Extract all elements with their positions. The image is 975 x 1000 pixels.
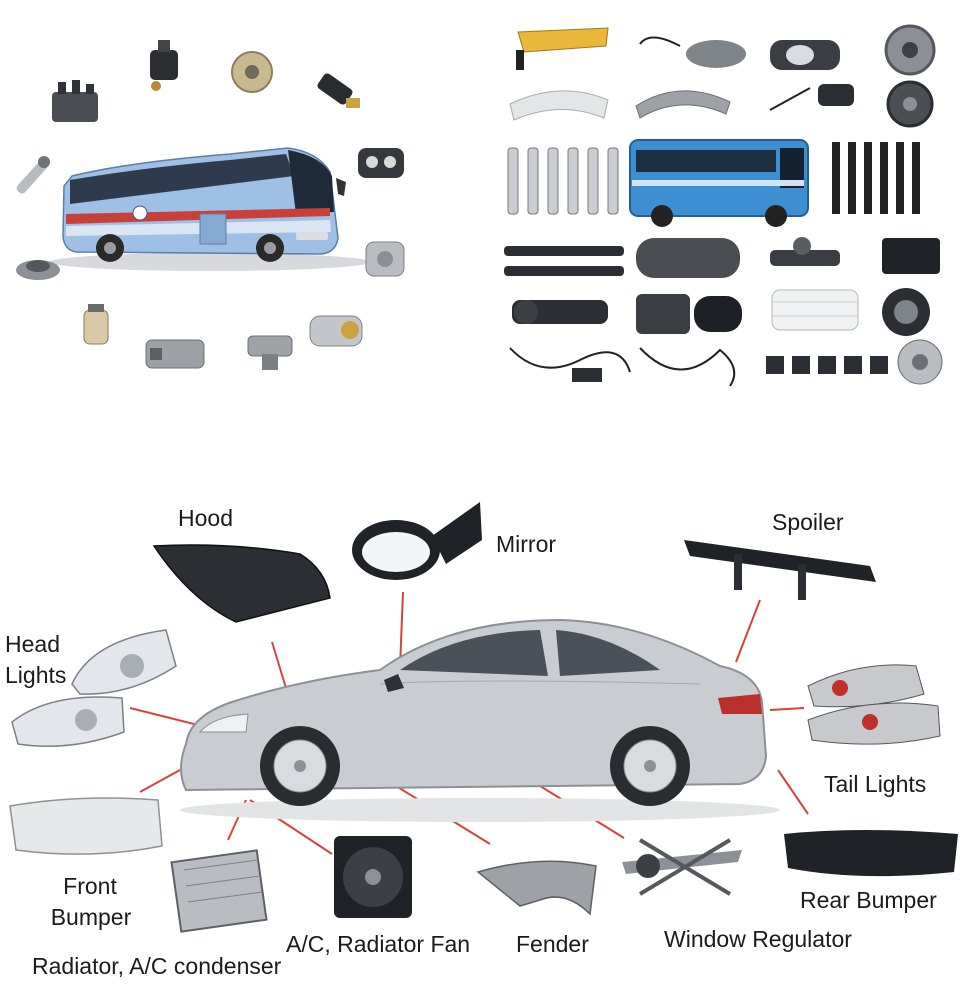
- transmission-part: [145, 339, 205, 369]
- radiator-condenser-label: Radiator, A/C condenser: [32, 953, 282, 979]
- fender-part: [476, 860, 597, 916]
- fuel-filter-part: [83, 304, 109, 345]
- car-shadow: [180, 798, 780, 822]
- hood-part: [152, 544, 331, 623]
- front-bumper-leader-line: [139, 769, 181, 793]
- tail-lights-leader-line: [769, 707, 805, 711]
- wired-sensor-lamp-part: [639, 36, 746, 68]
- city-bus: [629, 139, 809, 227]
- fog-lamp-part: [770, 40, 840, 70]
- pump-housing-part: [365, 241, 405, 277]
- wiper-motor-part: [512, 300, 608, 324]
- city-bus-parts-grid: [480, 0, 975, 420]
- air-spring-part: [636, 238, 740, 278]
- side-mirror-part: [769, 84, 854, 111]
- abs-sensor-cable-part: [639, 347, 736, 387]
- brake-caliper-part: [358, 148, 404, 178]
- air-filter-part: [771, 289, 859, 331]
- hood-leader-line: [271, 641, 287, 689]
- air-dryer-filter-part: [636, 294, 742, 334]
- rear-bumper-part: [784, 830, 958, 877]
- radiator-fan-label: A/C, Radiator Fan: [286, 931, 471, 957]
- spark-plugs-part: [507, 147, 619, 215]
- rear-bumper-leader-line: [777, 769, 809, 815]
- rear-bumper-label: Rear Bumper: [800, 887, 937, 913]
- brake-valve-part: [247, 335, 293, 370]
- alternator-part: [897, 339, 943, 385]
- silver-coupe: [180, 618, 768, 806]
- spoiler-part: [684, 540, 876, 600]
- coach-bus: [62, 147, 346, 262]
- window-regulator-part: [622, 838, 742, 896]
- bus-parts-collage: [504, 24, 943, 387]
- clutch-booster-part: [770, 237, 840, 266]
- front-bumper-part: [9, 797, 163, 855]
- engine-mounts-part: [766, 356, 888, 374]
- spoiler-label: Spoiler: [772, 509, 844, 535]
- front-bumper-label-line1: Front: [63, 873, 117, 899]
- mirror-leader-line: [399, 591, 404, 669]
- shock-absorbers-part: [504, 246, 624, 276]
- radiator-fan-part: [334, 836, 412, 918]
- clutch-disc-part: [231, 51, 273, 93]
- head-lights-label-line1: Head: [5, 631, 60, 657]
- control-module-part: [882, 238, 940, 274]
- fender-label: Fender: [516, 931, 589, 957]
- coach-bus-illustration: [16, 40, 405, 370]
- release-bearing-part: [16, 260, 60, 280]
- wiring-harness-part: [509, 347, 631, 382]
- valve-block-part: [52, 80, 98, 122]
- amber-marker-lamp-part: [516, 27, 609, 70]
- head-lights-leader-line: [129, 707, 195, 725]
- air-dryer-part: [309, 315, 363, 347]
- spoiler-leader-line: [735, 599, 761, 663]
- ignition-coils-part: [832, 142, 920, 214]
- front-bumper-label-line2: Bumper: [50, 904, 132, 930]
- head-lights-part: [11, 629, 177, 748]
- wheel-arch-trim-part: [509, 90, 609, 121]
- hood-label: Hood: [178, 505, 233, 531]
- solenoid-part: [317, 73, 360, 108]
- mirror-part: [352, 502, 482, 580]
- pressure-valve-part: [150, 40, 178, 91]
- mirror-label: Mirror: [496, 531, 557, 557]
- tail-lights-label: Tail Lights: [824, 771, 927, 797]
- master-cylinder-part: [16, 156, 50, 194]
- bearing-ring-part: [882, 288, 930, 336]
- clutch-plate-part: [886, 80, 934, 128]
- window-regulator-label: Window Regulator: [664, 926, 852, 952]
- fender-flare-part: [635, 90, 731, 119]
- radiator-condenser-part: [170, 849, 268, 933]
- coach-bus-parts-panel: [0, 0, 460, 420]
- car-parts-illustration: [9, 502, 958, 933]
- head-lights-label-line2: Lights: [5, 662, 67, 688]
- clutch-cover-part: [884, 24, 936, 76]
- tail-lights-part: [807, 664, 941, 745]
- car-parts-diagram: Hood Mirror Spoiler Head Lights Tail Lig…: [0, 470, 975, 1000]
- bus-shadow: [50, 253, 370, 271]
